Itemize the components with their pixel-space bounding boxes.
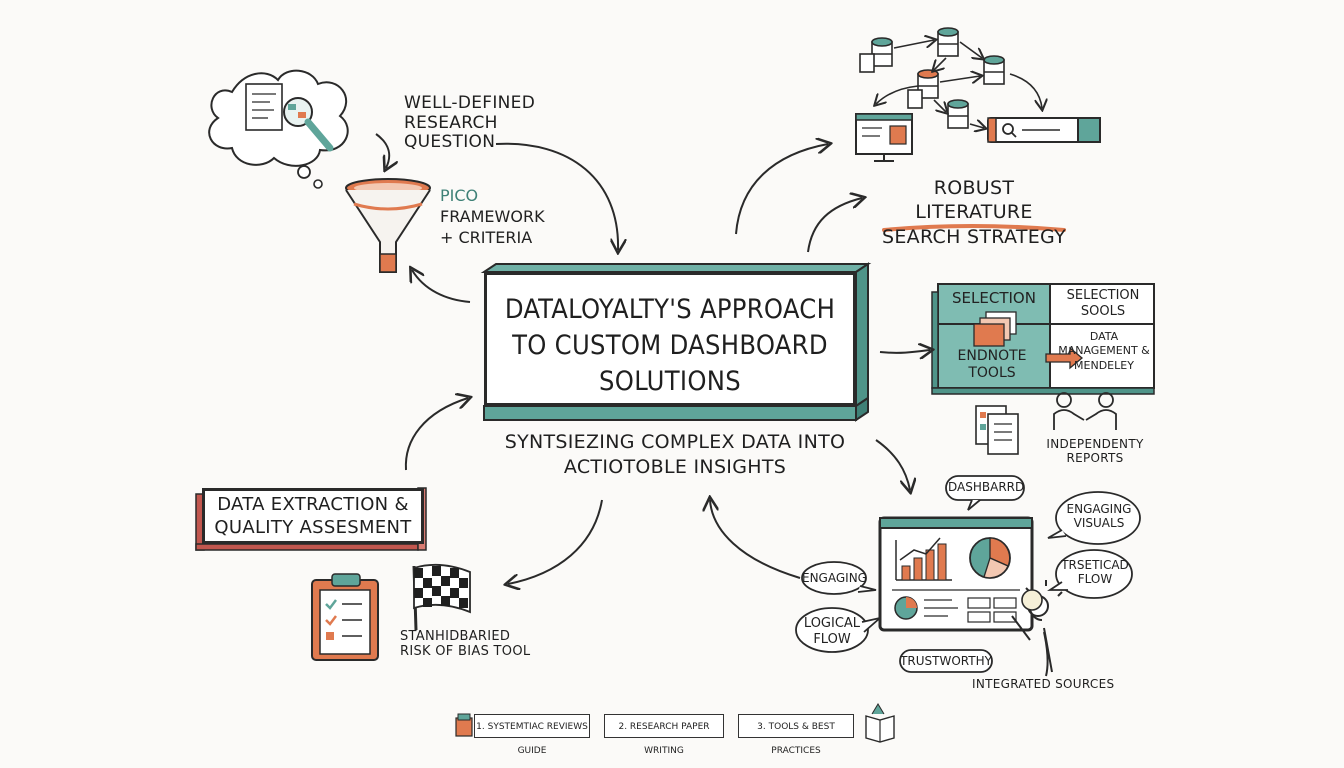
pico-line2: FRAMEWORK <box>440 206 545 226</box>
selection-cell-right-top: SELECTION SOOLS <box>1066 288 1140 319</box>
funnel-icon <box>345 178 431 273</box>
data-extraction-box <box>202 488 424 544</box>
center-box <box>484 272 856 406</box>
data-extraction-label: DATA EXTRACTION & QUALITY ASSESMENT <box>214 494 412 538</box>
people-icon <box>1053 392 1117 430</box>
center-subtitle: SYNTSIEZING COMPLEX DATA INTO ACTIOTOBLE… <box>504 431 846 478</box>
monitor-icon <box>855 113 913 162</box>
independent-reports-label: INDEPENDENTY REPORTS <box>1046 437 1144 465</box>
bias-tool-label: STANHIDBARIED RISK OF BIAS TOOL <box>400 629 531 659</box>
bubble-engaging-visuals: ENGAGING VISUALS <box>1066 502 1132 531</box>
pico-line1: PICO <box>440 186 479 205</box>
footer-chip-3[interactable]: 3. TOOLS & BEST PRACTICES <box>738 714 854 756</box>
selection-cell-left-bottom: ENDNOTE TOOLS <box>957 348 1027 381</box>
search-bar-icon <box>987 117 1101 143</box>
book-stack-icon <box>455 713 473 737</box>
bubble-treticad-flow: TRSETICAD FLOW <box>1061 558 1129 587</box>
footer-chip-1[interactable]: 1. SYSTEMTIAC REVIEWS GUIDE <box>474 714 590 756</box>
pico-line3: + CRITERIA <box>440 227 533 247</box>
selection-table <box>931 283 1155 395</box>
literature-search-label: ROBUST LITERATURE SEARCH STRATEGY <box>881 177 1067 248</box>
dashboard-monitor-icon <box>878 516 1034 632</box>
footer-chip-2[interactable]: 2. RESEARCH PAPER WRITING <box>604 714 724 756</box>
database-network-icon <box>859 27 1042 128</box>
integrated-sources-label: INTEGRATED SOURCES <box>972 677 1115 691</box>
bubble-engaging: ENGAGING <box>802 571 867 585</box>
speech-bubbles <box>795 475 1141 673</box>
bubble-trustworthy: TRUSTWORTHY <box>900 654 992 668</box>
bubble-logical-flow: LOGICAL FLOW <box>803 616 861 647</box>
selection-cell-right-bottom: DATA MANAGEMENT & MENDELEY <box>1058 330 1150 372</box>
lightbulb-icon <box>1021 589 1043 611</box>
pico-label: PICO FRAMEWORK + CRITERIA <box>440 186 545 248</box>
center-box-3d <box>480 262 872 422</box>
thought-cloud-icon <box>208 69 349 189</box>
selection-cell-left-top: SELECTION <box>952 289 1036 307</box>
research-question-label: WELL-DEFINED RESEARCH QUESTION <box>404 93 536 153</box>
clipboard-checklist-icon <box>311 573 379 661</box>
bubble-dashboard: DASHBARRD <box>948 480 1025 494</box>
reports-icon <box>975 405 1019 455</box>
checkered-flag-icon <box>412 563 471 631</box>
open-book-icon <box>865 703 895 743</box>
literature-underline <box>882 224 1066 232</box>
center-title: DATALOYALTY'S APPROACH TO CUSTOM DASHBOA… <box>504 294 836 397</box>
